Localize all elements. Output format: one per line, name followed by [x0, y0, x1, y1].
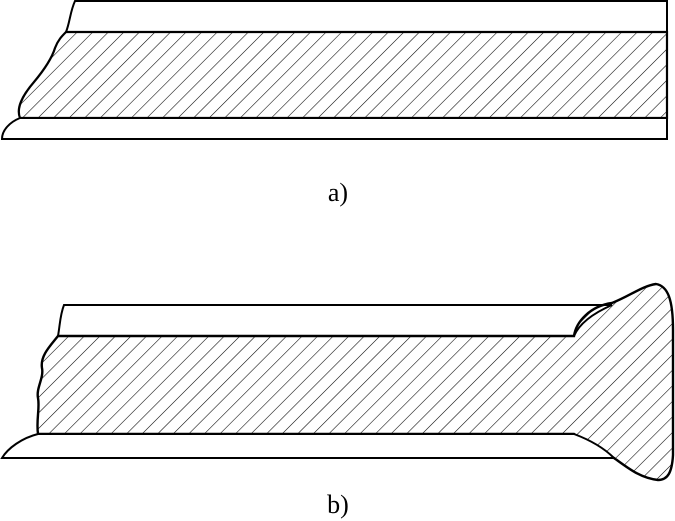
panel-a-drawing	[0, 0, 669, 140]
panel-b-hatched-core	[36, 282, 675, 482]
panel-a-hatched-core	[17, 30, 669, 120]
panel-b-bottom-layer	[0, 433, 617, 459]
panel-b-drawing	[0, 282, 675, 482]
panel-b-top-layer	[56, 304, 613, 337]
panel-a-bottom-layer	[0, 117, 668, 140]
caption-panel-b: b)	[327, 490, 349, 519]
panel-a-top-layer	[64, 0, 668, 33]
caption-panel-a: a)	[327, 178, 349, 207]
